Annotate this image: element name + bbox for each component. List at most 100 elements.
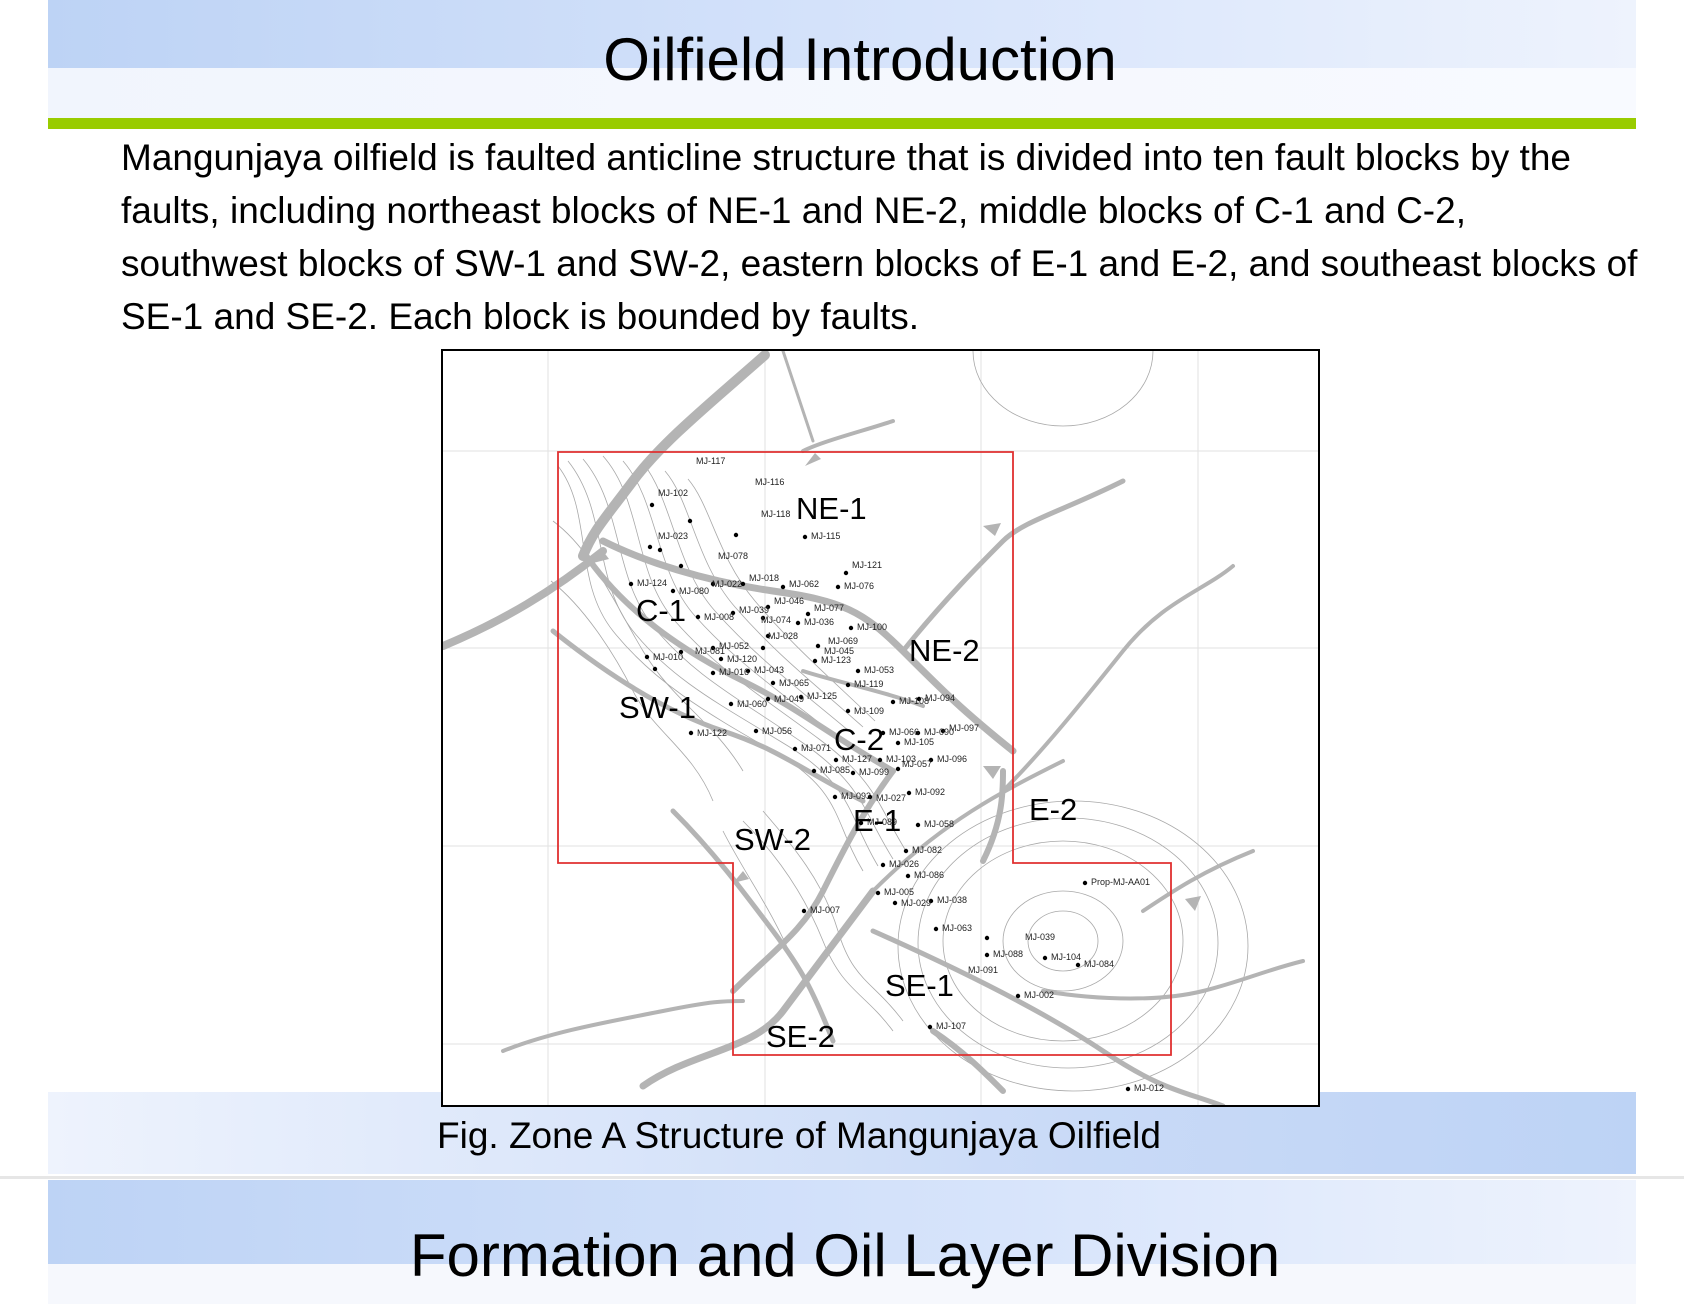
well-label: MJ-105 (904, 737, 934, 747)
well-label: MJ-108 (899, 696, 929, 706)
block-label-ne-2: NE-2 (909, 633, 980, 668)
well-label: MJ-099 (859, 767, 889, 777)
well-label: MJ-107 (936, 1021, 966, 1031)
well-label: MJ-125 (807, 691, 837, 701)
block-labels: NE-1 NE-2 C-1 C-2 SW-1 SW-2 E-1 E-2 SE-1… (619, 491, 1077, 1054)
well-label: MJ-029 (901, 898, 931, 908)
well-label: MJ-002 (1024, 990, 1054, 1000)
well-label: MJ-056 (762, 726, 792, 736)
well-label: MJ-080 (679, 586, 709, 596)
well-label: MJ-038 (937, 895, 967, 905)
well-label: MJ-093 (841, 791, 871, 801)
block-label-c-2: C-2 (834, 722, 884, 757)
well-label: MJ-120 (727, 654, 757, 664)
well-label: MJ-062 (789, 579, 819, 589)
well-label: MJ-088 (993, 949, 1023, 959)
well-label: MJ-119 (854, 679, 883, 689)
well-label: MJ-063 (942, 923, 972, 933)
block-label-sw-2: SW-2 (734, 822, 811, 857)
well-label: MJ-016 (719, 667, 749, 677)
well-label: MJ-115 (811, 531, 840, 541)
well-label: MJ-102 (658, 488, 688, 498)
next-section-title: Formation and Oil Layer Division (409, 1222, 1281, 1289)
well-label: MJ-049 (774, 694, 804, 704)
well-label: MJ-121 (852, 560, 882, 570)
well-label: MJ-104 (1051, 952, 1081, 962)
well-label: MJ-007 (810, 905, 840, 915)
block-label-se-2: SE-2 (766, 1019, 835, 1054)
figure-caption: Fig. Zone A Structure of Mangunjaya Oilf… (437, 1115, 1161, 1156)
well-label: MJ-094 (925, 693, 955, 703)
well-label: MJ-097 (949, 723, 979, 733)
well-label: MJ-117 (696, 456, 725, 466)
block-label-e-2: E-2 (1029, 792, 1077, 827)
well-label: MJ-092 (915, 787, 945, 797)
block-label-ne-1: NE-1 (796, 491, 867, 526)
well-label: MJ-039 (739, 605, 769, 615)
next-title-band-lower (48, 1264, 1636, 1304)
slide-divider (0, 1176, 1684, 1179)
well-label: MJ-005 (884, 887, 914, 897)
well-label: MJ-078 (718, 551, 748, 561)
next-title-band (48, 1180, 1636, 1264)
well-label: MJ-027 (876, 793, 906, 803)
well-label: Prop-MJ-AA01 (1091, 877, 1150, 887)
well-label: MJ-077 (814, 603, 844, 613)
block-label-c-1: C-1 (636, 593, 686, 628)
well-label: MJ-008 (704, 612, 734, 622)
well-label: MJ-091 (968, 965, 998, 975)
well-label: MJ-089 (867, 817, 897, 827)
zone-boundary (557, 451, 1172, 1056)
well-label: MJ-076 (844, 581, 874, 591)
well-label: MJ-100 (857, 622, 887, 632)
well-label: MJ-085 (820, 765, 850, 775)
block-label-sw-1: SW-1 (619, 690, 696, 725)
well-label: MJ-046 (774, 596, 804, 606)
well-label: MJ-028 (768, 631, 798, 641)
well-label: MJ-086 (914, 870, 944, 880)
well-label: MJ-058 (924, 819, 954, 829)
well-label: MJ-023 (658, 531, 688, 541)
well-label: MJ-096 (937, 754, 967, 764)
well-label: MJ-118 (761, 509, 790, 519)
well-label: MJ-090 (924, 727, 954, 737)
well-label: MJ-053 (864, 665, 894, 675)
well-label: MJ-057 (902, 759, 932, 769)
well-label: MJ-069 (828, 636, 858, 646)
fault-ticks (593, 453, 1201, 911)
well-label: MJ-074 (761, 615, 791, 625)
well-label: MJ-127 (842, 754, 872, 764)
well-label: MJ-122 (697, 728, 727, 738)
well-label: MJ-010 (653, 652, 683, 662)
well-label: MJ-018 (749, 573, 779, 583)
well-label: MJ-081 (695, 646, 725, 656)
well-label: MJ-022 (712, 579, 742, 589)
well-label: MJ-012 (1134, 1083, 1164, 1093)
well-labels: MJ-117 MJ-116 MJ-102 MJ-118 MJ-115 MJ-02… (637, 456, 1164, 1093)
well-label: MJ-045 (824, 646, 854, 656)
well-label: MJ-071 (801, 743, 831, 753)
well-label: MJ-103 (886, 754, 916, 764)
well-label: MJ-039 (1025, 932, 1055, 942)
title-band (48, 0, 1636, 68)
well-label: MJ-084 (1084, 959, 1114, 969)
structure-map-figure: MJ-117 MJ-116 MJ-102 MJ-118 MJ-115 MJ-02… (441, 349, 1320, 1107)
well-label: MJ-116 (755, 477, 784, 487)
well-label: MJ-026 (889, 859, 919, 869)
title-rule (48, 118, 1636, 129)
well-dots (628, 502, 1131, 1092)
slide-body-text: Mangunjaya oilfield is faulted anticline… (121, 137, 1638, 337)
well-label: MJ-036 (804, 617, 834, 627)
block-label-e-1: E-1 (853, 803, 901, 838)
well-label: MJ-066 (889, 727, 919, 737)
well-label: MJ-109 (854, 706, 884, 716)
block-label-se-1: SE-1 (885, 968, 954, 1003)
title-band-lower (48, 68, 1636, 118)
well-label: MJ-060 (737, 699, 767, 709)
fault-traces (443, 351, 1305, 1105)
well-label: MJ-082 (912, 845, 942, 855)
well-label: MJ-052 (719, 641, 749, 651)
well-label: MJ-123 (821, 655, 851, 665)
map-grid (443, 351, 1318, 1105)
well-label: MJ-124 (637, 578, 667, 588)
